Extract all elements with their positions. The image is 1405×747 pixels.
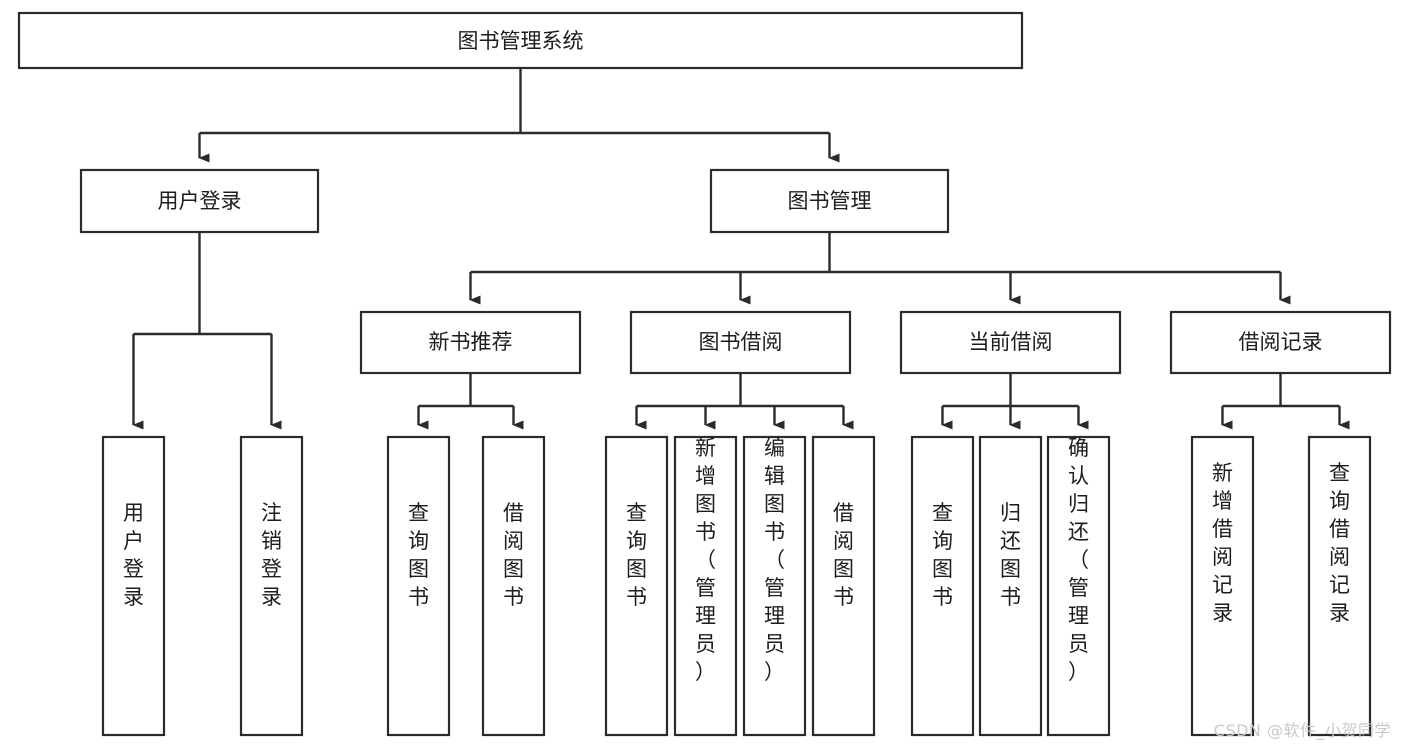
node-book-borrow-label: 图书借阅 <box>699 330 783 354</box>
node-leaf-box[interactable] <box>978 435 1043 737</box>
node-book-borrow[interactable]: 图书借阅 <box>629 310 852 375</box>
node-current-borrow[interactable]: 当前借阅 <box>899 310 1122 375</box>
node-borrow-record-label: 借阅记录 <box>1239 330 1323 354</box>
node-borrow-record-box[interactable] <box>1169 310 1392 375</box>
node-leaf-box[interactable] <box>101 435 166 737</box>
node-leaf-label: 用户登录 <box>123 501 144 609</box>
node-leaf-current-borrow-return[interactable]: 归还图书 <box>978 435 1043 737</box>
node-leaf-box[interactable] <box>481 435 546 737</box>
watermark-label: CSDN @软件_小贺同学 <box>1213 721 1391 740</box>
node-leaf-box[interactable] <box>910 435 975 737</box>
node-root-box[interactable] <box>17 11 1024 70</box>
connector-layer <box>132 68 1350 430</box>
node-leaf-label: 确认归还（管理员） <box>1068 436 1089 684</box>
node-leaf-new-book-query[interactable]: 查询图书 <box>386 435 451 737</box>
node-leaf-user-login-logout[interactable]: 注销登录 <box>239 435 304 737</box>
node-leaf-label: 查询图书 <box>626 501 647 609</box>
node-current-borrow-box[interactable] <box>899 310 1122 375</box>
node-current-borrow-label: 当前借阅 <box>969 330 1053 354</box>
node-leaf-label: 新增借阅记录 <box>1212 461 1233 625</box>
node-leaf-label: 查询图书 <box>408 501 429 609</box>
node-leaf-box[interactable] <box>1046 435 1111 737</box>
node-leaf-box[interactable] <box>1190 435 1255 737</box>
node-new-book-recommend-box[interactable] <box>359 310 582 375</box>
node-leaf-label: 编辑图书（管理员） <box>764 436 785 684</box>
node-book-borrow-box[interactable] <box>629 310 852 375</box>
node-leaf-borrow-record-add[interactable]: 新增借阅记录 <box>1190 435 1255 737</box>
node-borrow-record[interactable]: 借阅记录 <box>1169 310 1392 375</box>
node-leaf-box[interactable] <box>742 435 807 737</box>
node-user-login-box[interactable] <box>79 168 320 234</box>
node-root-book-management-system[interactable]: 图书管理系统 <box>17 11 1024 70</box>
node-leaf-label: 新增图书（管理员） <box>695 436 716 684</box>
node-leaf-label: 借阅图书 <box>503 501 524 609</box>
node-leaf-label: 查询图书 <box>932 501 953 609</box>
node-new-book-recommend[interactable]: 新书推荐 <box>359 310 582 375</box>
node-user-login[interactable]: 用户登录 <box>79 168 320 234</box>
node-book-management-box[interactable] <box>709 168 950 234</box>
node-leaf-label: 借阅图书 <box>833 501 854 609</box>
node-book-management-label: 图书管理 <box>788 189 872 213</box>
node-leaf-current-borrow-confirm-return[interactable]: 确认归还（管理员） <box>1046 435 1111 737</box>
node-book-management[interactable]: 图书管理 <box>709 168 950 234</box>
node-leaf-borrow-record-query[interactable]: 查询借阅记录 <box>1307 435 1372 737</box>
node-leaf-label: 注销登录 <box>261 501 282 609</box>
node-leaf-user-login-login[interactable]: 用户登录 <box>101 435 166 737</box>
node-leaf-label: 归还图书 <box>1000 501 1021 609</box>
node-user-login-label: 用户登录 <box>158 189 242 213</box>
node-leaf-book-borrow-edit[interactable]: 编辑图书（管理员） <box>742 435 807 737</box>
node-leaf-box[interactable] <box>239 435 304 737</box>
node-leaf-book-borrow-add[interactable]: 新增图书（管理员） <box>673 435 738 737</box>
node-leaf-label: 查询借阅记录 <box>1329 461 1350 625</box>
node-leaf-box[interactable] <box>1307 435 1372 737</box>
node-leaf-new-book-borrow[interactable]: 借阅图书 <box>481 435 546 737</box>
node-leaf-box[interactable] <box>811 435 876 737</box>
node-leaf-book-borrow-query[interactable]: 查询图书 <box>604 435 669 737</box>
node-leaf-current-borrow-query[interactable]: 查询图书 <box>910 435 975 737</box>
node-leaf-box[interactable] <box>604 435 669 737</box>
node-leaf-book-borrow-borrow[interactable]: 借阅图书 <box>811 435 876 737</box>
node-leaf-box[interactable] <box>673 435 738 737</box>
node-root-label: 图书管理系统 <box>458 29 584 53</box>
node-leaf-box[interactable] <box>386 435 451 737</box>
node-new-book-recommend-label: 新书推荐 <box>429 330 513 354</box>
